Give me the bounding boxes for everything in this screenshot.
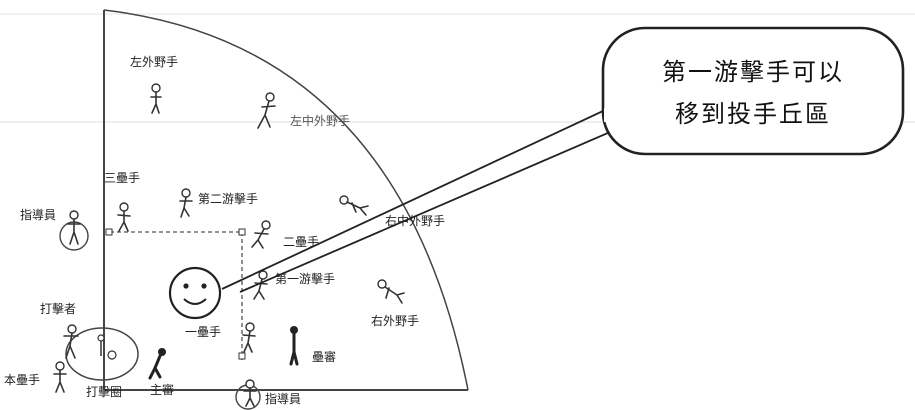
second-base (238, 228, 246, 236)
outfield-fence (103, 9, 469, 391)
smiley-left-eye (183, 283, 189, 289)
batter-figure (63, 324, 79, 359)
label-plate-umpire: 主審 (150, 382, 174, 397)
label-third-baseman: 三壘手 (104, 171, 140, 185)
callout-box (601, 26, 905, 156)
label-catcher: 本壘手 (4, 373, 40, 387)
label-second-shortstop: 第二游擊手 (198, 191, 258, 206)
label-batter: 打擊者 (40, 301, 76, 316)
smiley-right-eye (201, 283, 207, 289)
callout-pointer-upper (221, 103, 619, 290)
label-base-umpire: 壘審 (312, 349, 336, 364)
third-base (105, 228, 113, 236)
catcher-figure (53, 361, 67, 393)
base-coach-circle-right (235, 384, 261, 410)
first-base (238, 352, 246, 360)
first-shortstop-figure (253, 270, 268, 300)
left-fielder-figure (150, 83, 162, 114)
label-first-shortstop: 第一游擊手 (275, 271, 335, 286)
label-left-fielder: 左外野手 (130, 54, 178, 69)
label-right-center-fielder: 右中外野手 (385, 213, 445, 228)
right-center-fielder-figure (339, 195, 369, 216)
label-right-fielder: 右外野手 (371, 313, 419, 328)
home-plate-mark (107, 350, 117, 360)
callout-line-1: 第一游擊手可以 (662, 58, 844, 86)
right-fielder-figure (377, 279, 405, 304)
first-baseman-figure (242, 322, 256, 353)
base-coach-right-figure (243, 379, 257, 407)
label-base-coach-left: 指導員 (20, 207, 56, 222)
label-first-baseman: 一壘手 (185, 325, 221, 339)
infield-diamond (105, 228, 246, 360)
base-coach-left-figure (67, 210, 81, 245)
ball-on-tee (97, 334, 105, 342)
smiley-face-icon (168, 266, 222, 320)
base-umpire-figure (289, 326, 299, 366)
second-shortstop-figure (179, 188, 193, 218)
player-figures (53, 83, 405, 407)
third-baseman-figure (117, 202, 131, 232)
label-batting-circle: 打擊圈 (86, 384, 122, 399)
batting-circle-area (59, 221, 261, 410)
callout-pointer (221, 103, 625, 293)
batting-circle (65, 327, 139, 381)
second-baseman-figure (251, 220, 271, 249)
label-left-center-fielder: 左中外野手 (290, 113, 350, 128)
callout-line-2: 移到投手丘區 (675, 100, 831, 128)
callout-bubble: 第一游擊手可以 移到投手丘區 (601, 26, 905, 156)
callout-pointer-lower (239, 125, 625, 293)
left-center-fielder-figure (257, 92, 276, 129)
label-base-coach-right: 指導員 (265, 391, 301, 406)
smiley-face-outline (168, 266, 222, 320)
smiley-mouth (183, 298, 207, 305)
field-outline (103, 9, 469, 391)
plate-umpire-figure (148, 348, 166, 380)
position-labels: 左外野手 左中外野手 三壘手 第二游擊手 右中外野手 指導員 二壘手 第一游擊手… (4, 54, 445, 406)
label-second-baseman: 二壘手 (283, 235, 319, 249)
